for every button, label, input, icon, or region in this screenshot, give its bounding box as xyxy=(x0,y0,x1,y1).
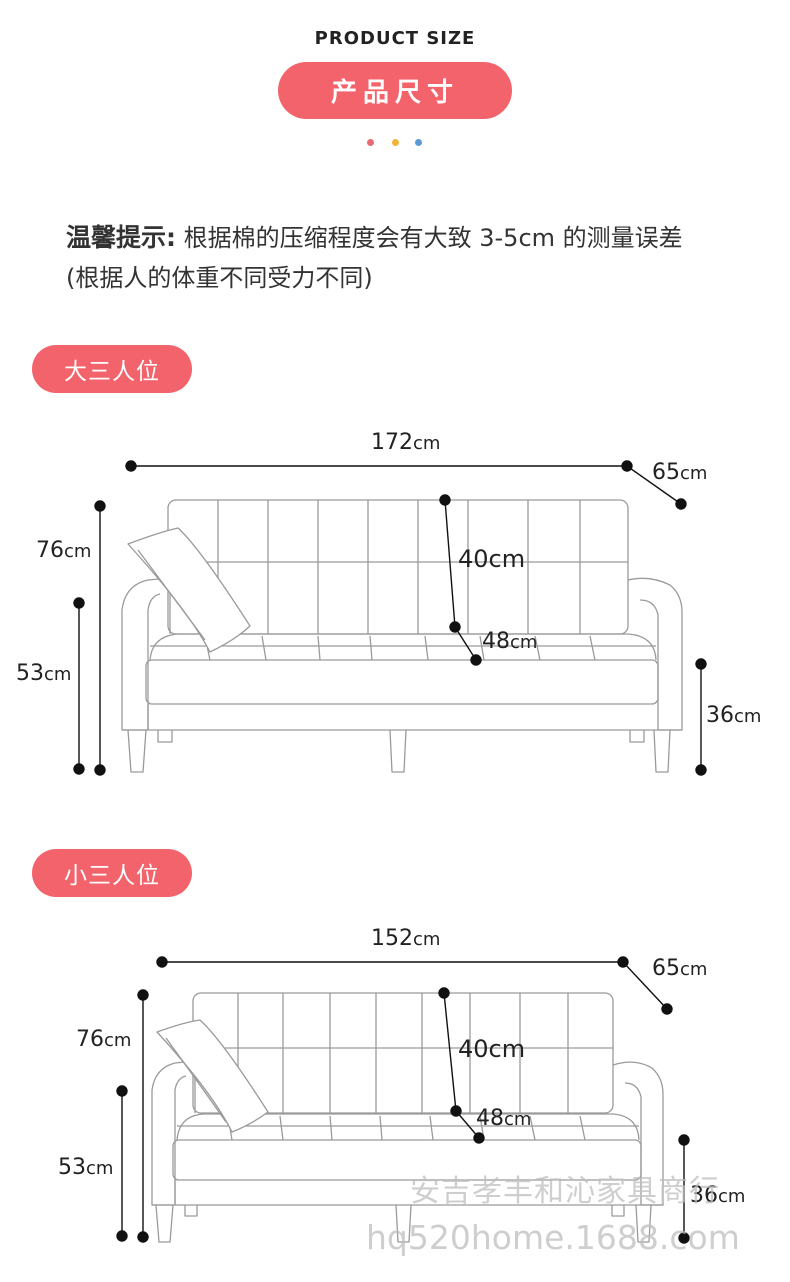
product-size-title: PRODUCT SIZE xyxy=(314,28,476,49)
dim-depth-small: 65cm xyxy=(652,956,708,981)
section-label-small: 小三人位 xyxy=(32,849,192,897)
dimension-lines-large xyxy=(73,460,707,776)
decor-dot-red xyxy=(367,139,374,146)
dim-width-large: 172cm xyxy=(371,430,441,455)
watermark-url: hq520home.1688.com xyxy=(366,1218,740,1257)
watermark-shop-name: 安吉孝丰和沁家具商行 xyxy=(410,1174,720,1209)
notice-label: 温馨提示: xyxy=(66,223,176,252)
dim-depth-large: 65cm xyxy=(652,460,708,485)
measurement-notice: 温馨提示: 根据棉的压缩程度会有大致 3-5cm 的测量误差 (根据人的体重不同… xyxy=(66,218,766,298)
dim-back-small: 40cm xyxy=(458,1035,526,1063)
sofa-small-drawing xyxy=(151,992,664,1243)
sofa-large-drawing xyxy=(121,499,683,773)
dim-back-large: 40cm xyxy=(458,545,526,573)
dim-arm-large: 53cm xyxy=(16,661,72,686)
dim-height-large: 76cm xyxy=(36,538,92,563)
dimension-lines-small xyxy=(116,956,690,1244)
dim-arm-small: 53cm xyxy=(58,1155,114,1180)
notice-text-2: (根据人的体重不同受力不同) xyxy=(66,264,373,292)
dim-width-small: 152cm xyxy=(371,926,441,951)
section-label-large: 大三人位 xyxy=(32,345,192,393)
decor-dot-yellow xyxy=(392,139,399,146)
dim-seat-depth-large: 48cm xyxy=(482,629,538,654)
product-size-badge: 产品尺寸 xyxy=(278,62,512,119)
dim-seat-large: 36cm xyxy=(706,703,762,728)
dim-seat-depth-small: 48cm xyxy=(476,1106,532,1131)
decor-dot-blue xyxy=(415,139,422,146)
notice-text: 根据棉的压缩程度会有大致 3-5cm 的测量误差 xyxy=(176,224,683,252)
dim-height-small: 76cm xyxy=(76,1027,132,1052)
dim-seat-small: 36cm xyxy=(690,1183,746,1208)
